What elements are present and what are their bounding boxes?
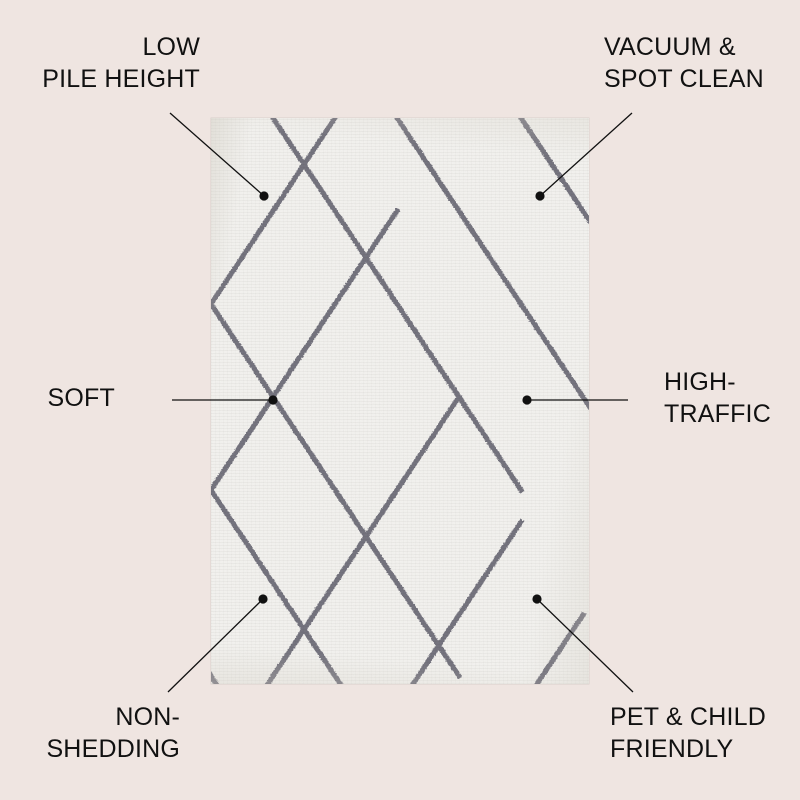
rug-image	[211, 118, 589, 684]
callout-label-high-traffic: HIGH- TRAFFIC	[664, 368, 771, 428]
callout-label-soft: SOFT	[47, 384, 115, 412]
callout-label-non-shedding: NON- SHEDDING	[46, 703, 180, 763]
rug-lattice-pattern	[211, 118, 589, 684]
callout-label-low-pile-height: LOW PILE HEIGHT	[42, 33, 200, 93]
callout-label-pet-child-friendly: PET & CHILD FRIENDLY	[610, 703, 766, 763]
callout-label-vacuum-spot-clean: VACUUM & SPOT CLEAN	[604, 33, 764, 93]
